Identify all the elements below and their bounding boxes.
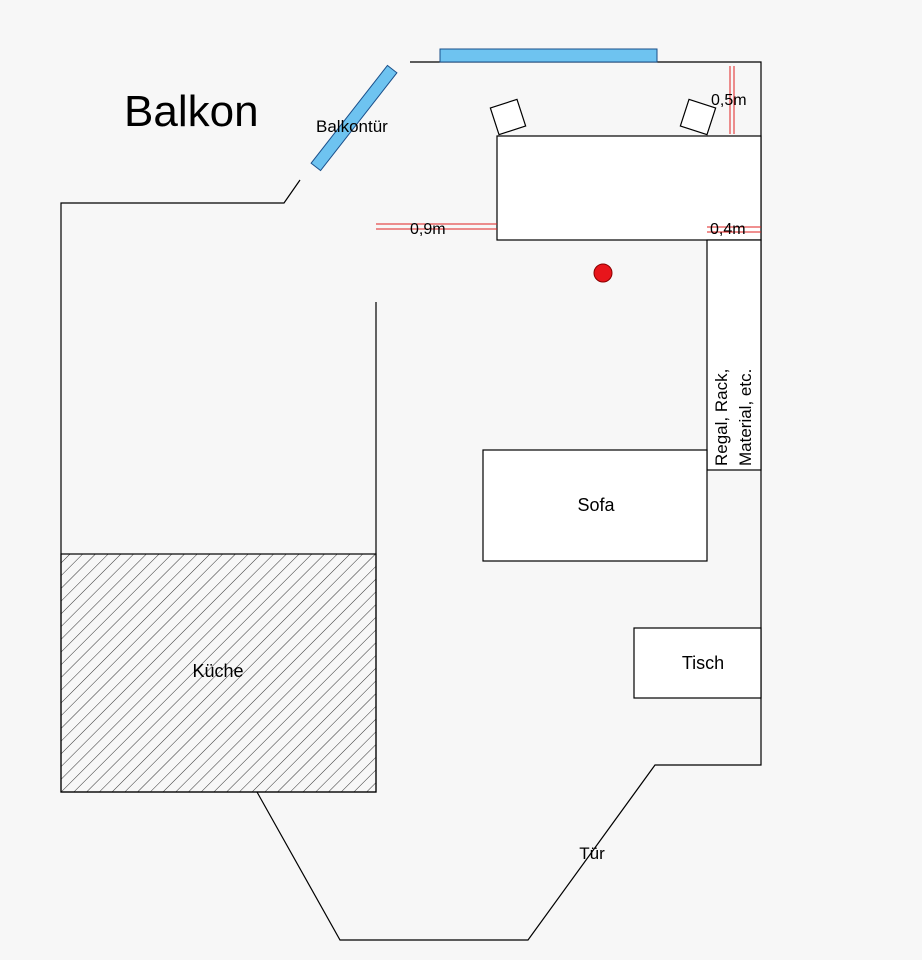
dimension-speaker-wall-label: 0,5m [711,92,747,109]
listening-position-marker [593,263,613,283]
dimension-left [376,223,497,230]
dimension-left-label: 0,9m [410,221,446,238]
sofa-label: Sofa [577,495,615,515]
balcony-label: Balkon [124,87,259,136]
left-speaker [489,98,527,136]
dimension-right [707,226,761,233]
shelf-label-line1: Regal, Rack, [712,369,731,466]
top-window [439,48,658,63]
desk [496,135,762,241]
shelf-label-line2: Material, etc. [736,369,755,466]
right-speaker [679,98,717,136]
balcony-door-label: Balkontür [316,117,388,136]
kitchen-label: Küche [192,661,243,681]
door-label: Tür [579,844,605,863]
shelf [706,239,762,471]
kitchen-area [60,553,377,793]
balcony-door-window [310,64,398,172]
dimension-speaker-wall [729,66,735,134]
room-outer-wall [256,61,762,941]
sofa [482,449,708,562]
table [633,627,762,699]
table-label: Tisch [682,653,724,673]
dimension-right-label: 0,4m [710,221,746,238]
